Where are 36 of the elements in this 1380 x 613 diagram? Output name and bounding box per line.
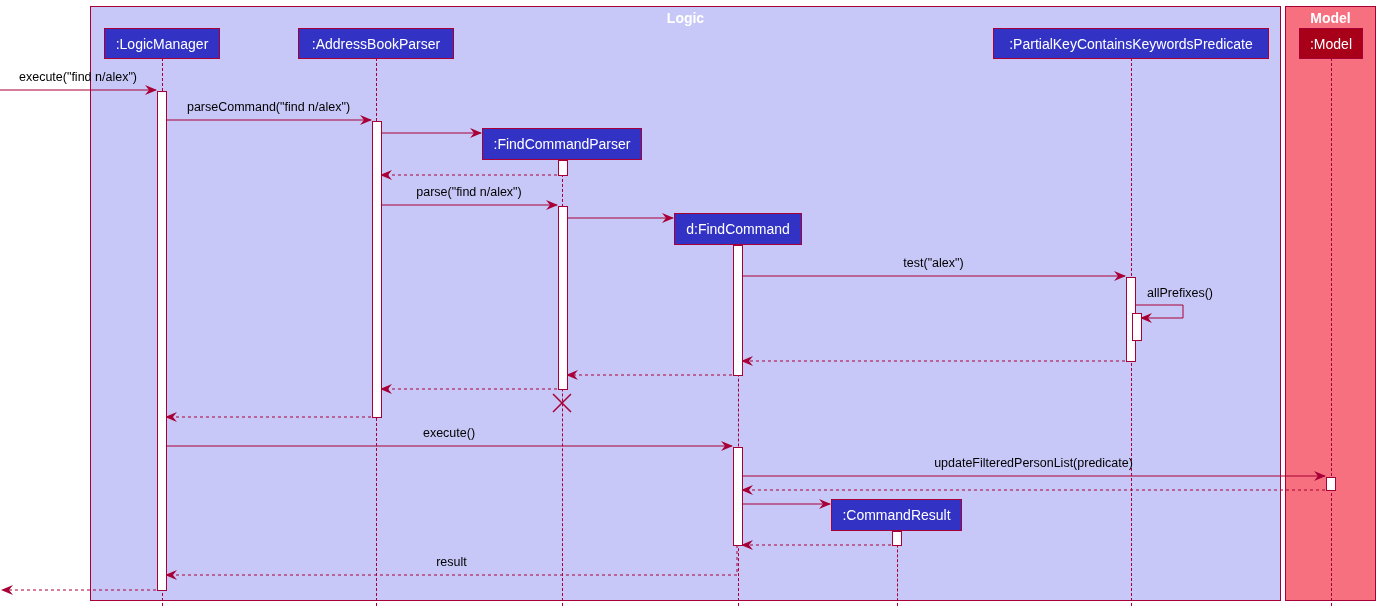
message-arrow — [165, 115, 372, 125]
activation-bar — [157, 91, 167, 591]
edge-label: parseCommand("find n/alex") — [186, 100, 351, 114]
activation-bar — [733, 245, 743, 376]
edge-label: allPrefixes() — [1147, 286, 1213, 300]
message-arrow — [741, 471, 1326, 481]
frame-title: Model — [1309, 10, 1352, 26]
return-arrow — [380, 384, 558, 394]
return-arrow — [566, 370, 733, 380]
activation-bar — [1326, 477, 1336, 491]
return-arrow — [741, 540, 892, 550]
return-arrow — [165, 544, 738, 580]
edge-label: execute() — [422, 426, 476, 440]
message-arrow — [741, 271, 1126, 281]
message-arrow — [380, 128, 482, 138]
activation-bar — [372, 121, 382, 418]
activation-bar — [1132, 313, 1142, 341]
message-arrow — [380, 200, 558, 210]
message-arrow — [1134, 304, 1184, 323]
return-arrow — [1, 585, 157, 595]
edge-label: test("alex") — [903, 256, 964, 270]
message-arrow — [566, 213, 674, 223]
return-arrow — [741, 485, 1326, 495]
edge-label: parse("find n/alex") — [416, 185, 522, 199]
return-arrow — [165, 412, 372, 422]
activation-bar — [558, 160, 568, 176]
edge-label: result — [436, 555, 467, 569]
edge-label: updateFilteredPersonList(predicate) — [934, 456, 1133, 470]
return-arrow — [741, 356, 1126, 366]
return-arrow — [380, 170, 558, 180]
message-arrow — [0, 85, 157, 95]
activation-bar — [892, 531, 902, 546]
activation-bar — [558, 206, 568, 390]
message-arrow — [741, 499, 831, 509]
message-arrow — [165, 441, 733, 451]
activation-bar — [733, 447, 743, 546]
